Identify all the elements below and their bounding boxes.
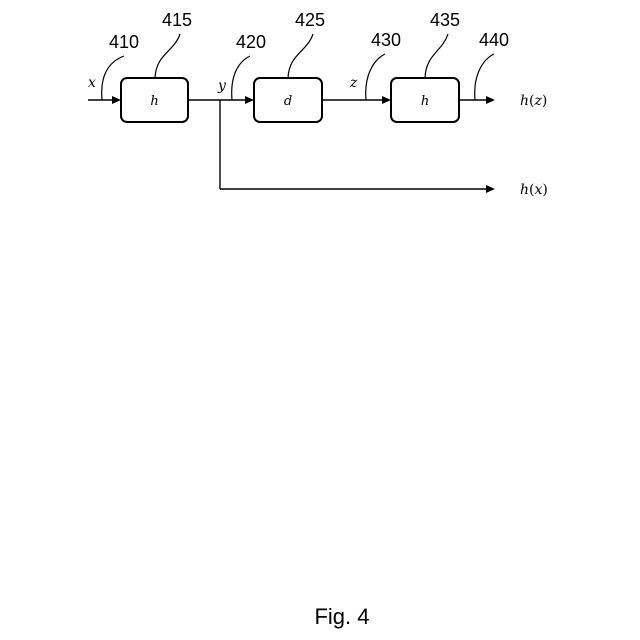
leader-435 [425,34,448,78]
leader-420 [232,56,250,100]
figure-caption: Fig. 4 [314,604,369,629]
ref-420: 420 [236,32,266,52]
ref-430: 430 [371,30,401,50]
signal-label-y: y [217,78,227,94]
leader-440 [475,54,494,100]
ref-415: 415 [162,10,192,30]
output-hx-arg: x [535,182,543,198]
output-hz-func: h [520,93,529,109]
ref-435: 435 [430,10,460,30]
output-hz-close: ) [542,93,547,109]
block-h-2-label: h [421,94,429,109]
arrow-into-block-3 [382,96,391,104]
arrow-output-hx [486,185,495,193]
ref-410: 410 [109,32,139,52]
block-h-1-label: h [150,94,158,109]
output-label-hz: h(z) [520,93,547,109]
output-hx-func: h [520,182,529,198]
arrow-into-block-2 [245,96,254,104]
signal-label-x: x [88,75,96,91]
leader-425 [288,34,313,78]
leader-415 [155,34,180,78]
output-hx-close: ) [542,182,547,198]
block-d-label: d [284,94,292,109]
output-label-hx: h(x) [520,182,548,198]
leader-430 [366,54,385,100]
ref-425: 425 [295,10,325,30]
ref-440: 440 [479,30,509,50]
arrow-output-hz [486,96,495,104]
signal-label-z: z [349,75,358,91]
arrow-into-block-1 [112,96,121,104]
